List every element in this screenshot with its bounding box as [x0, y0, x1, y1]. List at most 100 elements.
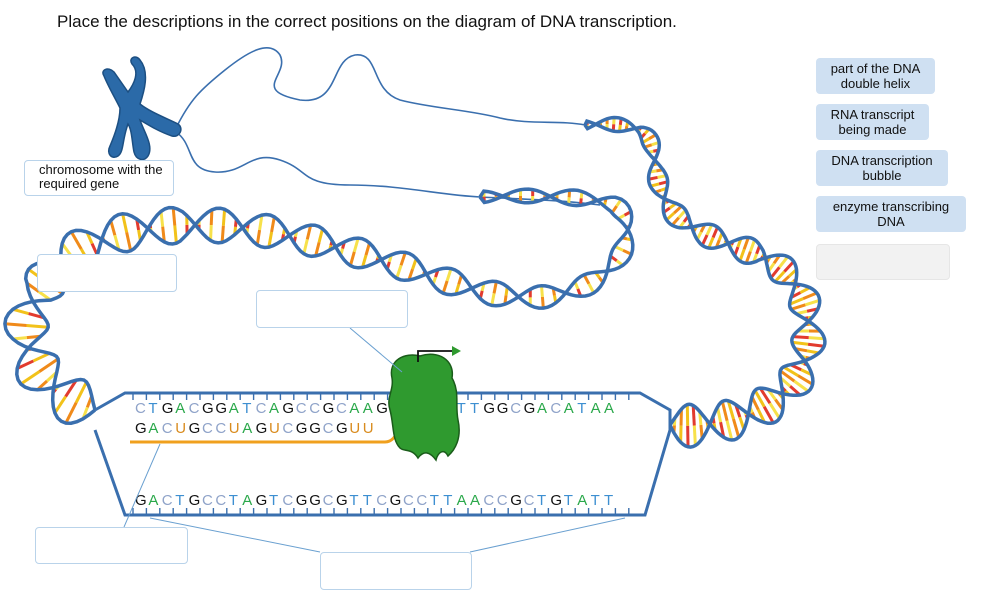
base-pair-rung: [782, 365, 799, 377]
nucleotide-letter: C: [162, 420, 173, 437]
base-pair-rung: [209, 209, 214, 226]
nucleotide-letter: U: [363, 420, 374, 437]
base-pair-rung: [692, 425, 697, 446]
nucleotide-letter: G: [162, 400, 174, 417]
base-pair-rung: [748, 239, 757, 252]
nucleotide-letter: G: [202, 400, 214, 417]
nucleotide-letter: C: [510, 400, 521, 417]
base-pair-rung: [255, 229, 262, 246]
base-pair-rung: [744, 250, 752, 264]
base-pair-rung: [258, 214, 264, 231]
base-pair-rung: [791, 340, 809, 346]
base-pair-rung: [53, 395, 67, 414]
nucleotide-letter: G: [189, 420, 201, 437]
answer-chip-dna-double-helix[interactable]: part of the DNA double helix: [816, 58, 935, 94]
base-pair-rung: [399, 251, 407, 266]
nucleotide-letter: A: [148, 492, 158, 509]
nucleotide-letter: U: [229, 420, 240, 437]
base-pair-rung: [270, 216, 276, 233]
base-pair-rung: [161, 226, 166, 243]
transcription-direction-arrow: [417, 350, 452, 362]
drop-zone-enzyme[interactable]: [256, 290, 408, 328]
nucleotide-letter: G: [323, 400, 335, 417]
nucleotide-letter: A: [349, 400, 359, 417]
instruction-title: Place the descriptions in the correct po…: [57, 12, 677, 31]
base-pair-rung: [317, 228, 324, 243]
nucleotide-letter: A: [229, 400, 239, 417]
nucleotide-letter: A: [537, 400, 547, 417]
base-pair-rung: [769, 266, 781, 279]
base-pair-rung: [26, 324, 49, 329]
nucleotide-letter: G: [309, 420, 321, 437]
drop-zone-rna[interactable]: [35, 527, 188, 564]
leader-line-rna: [123, 443, 161, 528]
nucleotide-letter: A: [269, 400, 279, 417]
nucleotide-letter: C: [550, 400, 561, 417]
base-pair-rung: [808, 336, 825, 341]
nucleotide-letter: G: [483, 400, 495, 417]
base-pair-rung: [738, 248, 746, 262]
rna-polymerase-enzyme: [388, 353, 460, 462]
base-pair-rung: [314, 241, 321, 257]
answer-chip-enzyme[interactable]: enzyme transcribing DNA: [816, 196, 966, 232]
nucleotide-letter: G: [189, 492, 201, 509]
base-pair-rung: [121, 213, 129, 233]
base-pair-rung: [804, 298, 821, 307]
nucleotide-letter: C: [323, 492, 334, 509]
nucleotide-letter: T: [577, 400, 587, 417]
nucleotide-letter: G: [550, 492, 562, 509]
nucleotide-letter: G: [524, 400, 536, 417]
nucleotide-letter: C: [483, 492, 494, 509]
base-pair-rung: [540, 285, 544, 298]
base-pair-rung: [490, 293, 496, 306]
nucleotide-letter: C: [189, 400, 200, 417]
nucleotide-letter: C: [202, 492, 213, 509]
answer-chip-rna-transcript[interactable]: RNA transcript being made: [816, 104, 929, 140]
leader-line-bubble-left: [149, 517, 321, 553]
leader-line-bubble-right: [469, 517, 626, 553]
base-pair-rung: [32, 351, 51, 363]
base-pair-rung: [348, 251, 356, 266]
base-pair-rung: [173, 225, 178, 244]
drop-zone-bubble[interactable]: [320, 552, 472, 590]
nucleotide-letter: T: [537, 492, 547, 509]
nucleotide-letter: A: [564, 400, 574, 417]
answer-chip-transcription-bubble[interactable]: DNA transcription bubble: [816, 150, 948, 186]
base-pair-rung: [220, 225, 225, 243]
nucleotide-letter: G: [282, 400, 294, 417]
base-pair-rung: [758, 387, 772, 405]
base-pair-rung: [797, 374, 814, 386]
base-pair-rung: [720, 401, 729, 422]
bottom-strand-ticks: [132, 508, 630, 515]
nucleotide-letter: A: [457, 492, 467, 509]
base-pair-rung: [726, 400, 735, 420]
nucleotide-letter: C: [256, 400, 267, 417]
base-pair-rung: [768, 402, 781, 420]
base-pair-rung: [807, 342, 825, 348]
base-pair-rung: [64, 379, 78, 398]
base-pair-rung: [762, 405, 775, 424]
nucleotide-letter: T: [363, 492, 373, 509]
base-pair-rung: [793, 379, 810, 393]
drop-zone-helix[interactable]: [37, 254, 177, 292]
nucleotide-letter: G: [215, 400, 227, 417]
nucleotide-letter: T: [443, 492, 453, 509]
helix-backbone: [15, 188, 635, 411]
nucleotide-letter: T: [470, 400, 480, 417]
base-pair-rung: [305, 224, 313, 240]
nucleotide-letter: C: [215, 492, 226, 509]
nucleotide-letter: G: [336, 420, 348, 437]
nucleotide-letter: C: [296, 400, 307, 417]
nucleotide-letter: G: [256, 420, 268, 437]
base-pair-rung: [159, 211, 165, 227]
nucleotide-letter: C: [323, 420, 334, 437]
nucleotide-letter: G: [336, 492, 348, 509]
nucleotide-letter: A: [470, 492, 480, 509]
nucleotide-letter: C: [416, 492, 427, 509]
base-pair-rung: [171, 207, 177, 226]
chromosome-icon: [102, 56, 182, 161]
nucleotide-letter: T: [564, 492, 574, 509]
answer-bank-empty-slot: [816, 244, 950, 280]
